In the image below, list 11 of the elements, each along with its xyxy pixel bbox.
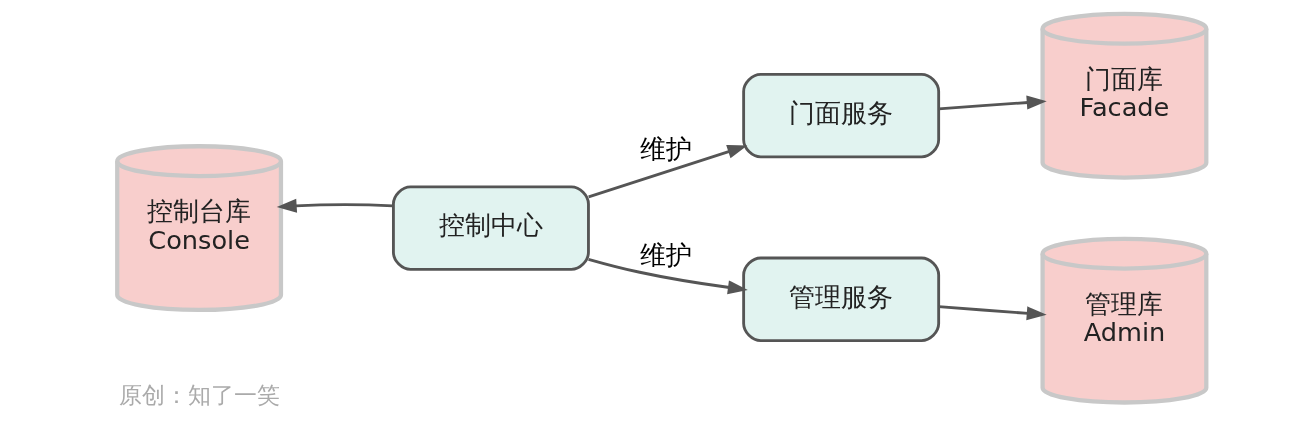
arrow [588, 257, 748, 295]
arrow [276, 198, 394, 213]
arrow [588, 145, 748, 199]
node-box: 管理服务 [742, 256, 941, 342]
node-box: 门面服务 [742, 72, 941, 159]
arrow [938, 95, 1047, 111]
edge-label: 维护 [640, 240, 693, 271]
edge-label: 维护 [640, 133, 693, 164]
node-box: 控制中心 [392, 185, 590, 271]
label: 原创：知了一笑 [118, 381, 280, 408]
arrow [938, 305, 1047, 321]
